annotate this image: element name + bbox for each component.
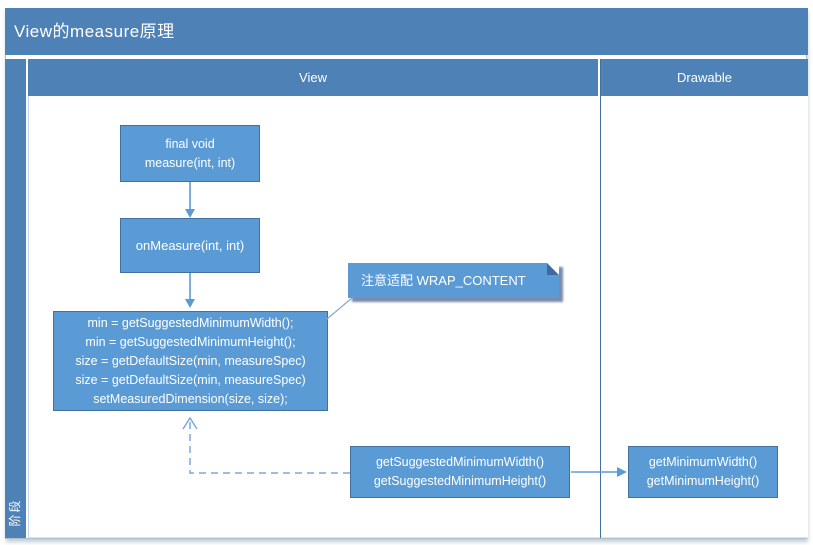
diagram-title: View的measure原理 xyxy=(14,22,175,41)
note-label: 注意适配 WRAP_CONTENT xyxy=(361,273,526,288)
node-text-line: getSuggestedMinimumWidth() xyxy=(375,455,545,469)
swimlane-row-label: 阶段 xyxy=(8,498,22,527)
swimlane-row-header xyxy=(5,59,26,538)
node-get-suggested-minimum: getSuggestedMinimumWidth() getSuggestedM… xyxy=(350,446,570,498)
diagram-title-bar: View的measure原理 xyxy=(5,8,808,55)
node-text-line: size = getDefaultSize(min, measureSpec) xyxy=(75,353,306,368)
lane-divider xyxy=(600,59,601,538)
node-get-minimum: getMinimumWidth() getMinimumHeight() xyxy=(628,446,778,498)
node-final-void-measure: final void measure(int, int) xyxy=(120,125,260,182)
node-text-line: getMinimumHeight() xyxy=(646,474,760,488)
lane-header-view: View xyxy=(28,59,598,96)
node-text-line: size = getDefaultSize(min, measureSpec) xyxy=(75,372,306,387)
node-text-line: measure(int, int) xyxy=(144,155,236,170)
node-text-line: getMinimumWidth() xyxy=(648,455,758,469)
note-wrap-content: 注意适配 WRAP_CONTENT xyxy=(348,263,559,298)
node-text-line: setMeasuredDimension(size, size); xyxy=(93,391,288,406)
node-measure-implementation: min = getSuggestedMinimumWidth(); min = … xyxy=(53,311,328,411)
node-text-line: onMeasure(int, int) xyxy=(135,238,245,253)
node-text-line: getSuggestedMinimumHeight() xyxy=(373,474,547,488)
node-onmeasure: onMeasure(int, int) xyxy=(120,218,260,273)
lane-header-view-label: View xyxy=(299,70,327,85)
lane-header-drawable-label: Drawable xyxy=(677,70,732,85)
node-text-line: min = getSuggestedMinimumWidth(); xyxy=(87,315,294,330)
node-text-line: final void xyxy=(165,136,215,151)
lane-header-drawable: Drawable xyxy=(601,59,808,96)
node-text-line: min = getSuggestedMinimumHeight(); xyxy=(85,334,296,349)
